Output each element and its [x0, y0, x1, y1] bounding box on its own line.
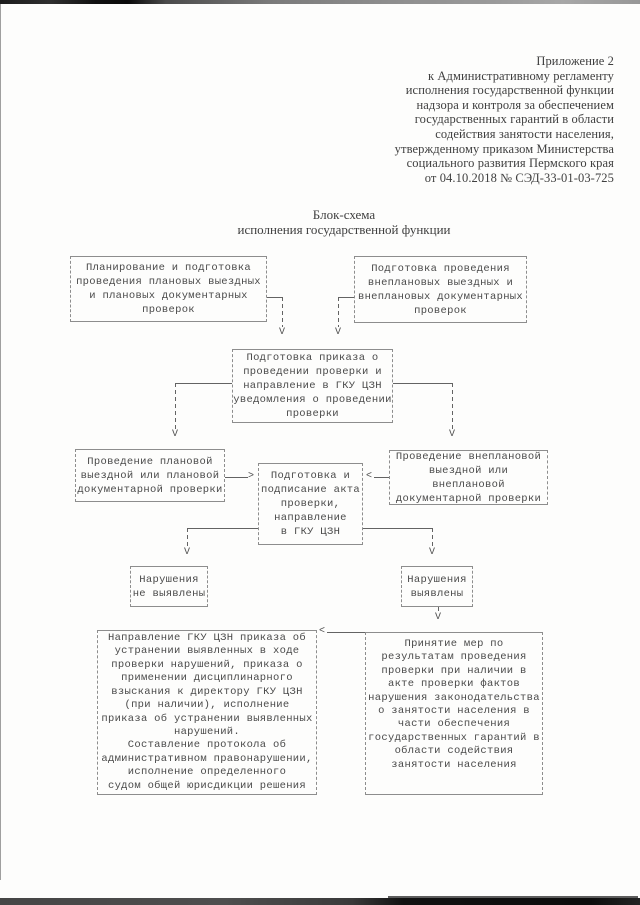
flow-box-planned-check-text: Проведение плановой выездной или планово…	[77, 455, 223, 496]
flow-box-act-text: Подготовка и подписание акта проверки, н…	[260, 470, 360, 538]
flow-box-unplanned-check: Проведение внеплановой выездной или внеп…	[389, 450, 548, 505]
arrow-left-icon: <	[366, 471, 373, 482]
flow-box-planning: Планирование и подготовка проведения пла…	[70, 256, 267, 322]
arrow-down-icon: V	[171, 429, 179, 440]
flow-box-measures-taking: Принятие мер по результатам проведения п…	[365, 632, 543, 795]
flow-box-planned-check: Проведение плановой выездной или планово…	[75, 449, 225, 502]
flow-box-violations-text: Нарушения выявлены	[407, 573, 467, 600]
arrow-down-icon: V	[448, 429, 456, 440]
arrow-left-icon: <	[319, 626, 326, 637]
flow-box-planning-text: Планирование и подготовка проведения пла…	[76, 262, 261, 316]
flow-box-no-violations: Нарушения не выявлены	[130, 566, 208, 607]
arrow-down-icon: V	[278, 327, 286, 338]
document-header: Приложение 2 к Административному регламе…	[394, 54, 614, 185]
flow-box-unplanned-check-text: Проведение внеплановой выездной или внеп…	[395, 450, 542, 505]
flow-box-measures-execution: Направление ГКУ ЦЗН приказа об устранени…	[97, 630, 317, 795]
flow-box-order: Подготовка приказа о проведении проверки…	[232, 349, 393, 423]
flow-box-unplanned-prep: Подготовка проведения внеплановых выездн…	[354, 256, 527, 323]
flow-box-measures-taking-text: Принятие мер по результатам проведения п…	[368, 638, 540, 771]
arrow-down-icon: V	[183, 547, 191, 558]
flow-box-violations: Нарушения выявлены	[401, 566, 473, 607]
flow-box-unplanned-prep-text: Подготовка проведения внеплановых выездн…	[357, 262, 524, 317]
scan-artifact-bottom	[0, 898, 640, 905]
flow-box-no-violations-text: Нарушения не выявлены	[132, 573, 206, 600]
arrow-right-icon: >	[248, 471, 255, 482]
scan-artifact-left-edge	[0, 4, 1, 880]
page-title: Блок-схема исполнения государственной фу…	[237, 207, 451, 237]
arrow-down-icon: V	[434, 612, 442, 623]
flow-box-measures-execution-text: Направление ГКУ ЦЗН приказа об устранени…	[101, 632, 313, 792]
arrow-down-icon: V	[334, 327, 342, 338]
scan-artifact-top	[0, 0, 640, 4]
scan-artifact-bottom-notch	[388, 896, 638, 898]
arrow-down-icon: V	[428, 547, 436, 558]
flow-box-act: Подготовка и подписание акта проверки, н…	[258, 463, 363, 545]
flow-box-order-text: Подготовка приказа о проведении проверки…	[233, 352, 392, 420]
